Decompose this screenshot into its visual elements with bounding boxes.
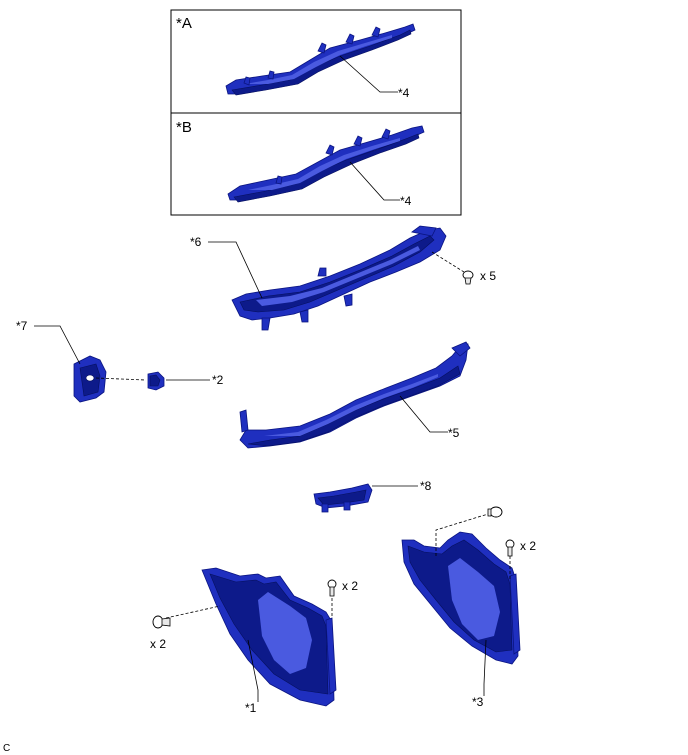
dashed-guide-7 <box>95 377 147 381</box>
part-7-panel <box>73 355 107 403</box>
screw-icon <box>505 539 515 557</box>
dashed-guide-1a <box>165 605 221 619</box>
callout-3: *3 <box>472 695 484 709</box>
callout-6: *6 <box>190 235 202 249</box>
dashed-guide-6 <box>431 251 465 273</box>
screw-icon <box>327 579 337 597</box>
part-3-panel <box>401 531 521 665</box>
clip-icon <box>487 506 503 518</box>
callout-7: *7 <box>16 319 28 333</box>
callout-1: *1 <box>245 701 257 715</box>
part-8-bracket <box>313 483 373 513</box>
quantity-screws-left: x 2 <box>342 579 358 593</box>
part-5-panel <box>239 341 471 449</box>
quantity-screws-right: x 2 <box>520 539 536 553</box>
box-label-b: *B <box>176 119 192 136</box>
callout-5: *5 <box>448 426 460 440</box>
quantity-clips-left: x 2 <box>150 637 166 651</box>
part-2-knob <box>147 371 165 391</box>
callout-2: *2 <box>212 373 224 387</box>
part-4-rail-a <box>225 23 416 96</box>
part-6-panel <box>231 225 447 331</box>
part-4-rail-b <box>227 125 425 203</box>
box-label-a: *A <box>176 15 192 32</box>
dashed-guide-3a <box>435 513 489 556</box>
callout-8: *8 <box>420 479 432 493</box>
clip-icon <box>152 615 171 629</box>
quantity-screws-upper: x 5 <box>480 269 496 283</box>
part-1-panel <box>201 567 337 707</box>
callout-4-b: *4 <box>400 194 412 208</box>
screw-icon <box>462 270 474 285</box>
variant-b-box: *B *4 <box>170 112 462 216</box>
corner-mark: C <box>3 743 10 754</box>
callout-4-a: *4 <box>398 86 410 100</box>
variant-a-box: *A *4 <box>170 9 462 114</box>
